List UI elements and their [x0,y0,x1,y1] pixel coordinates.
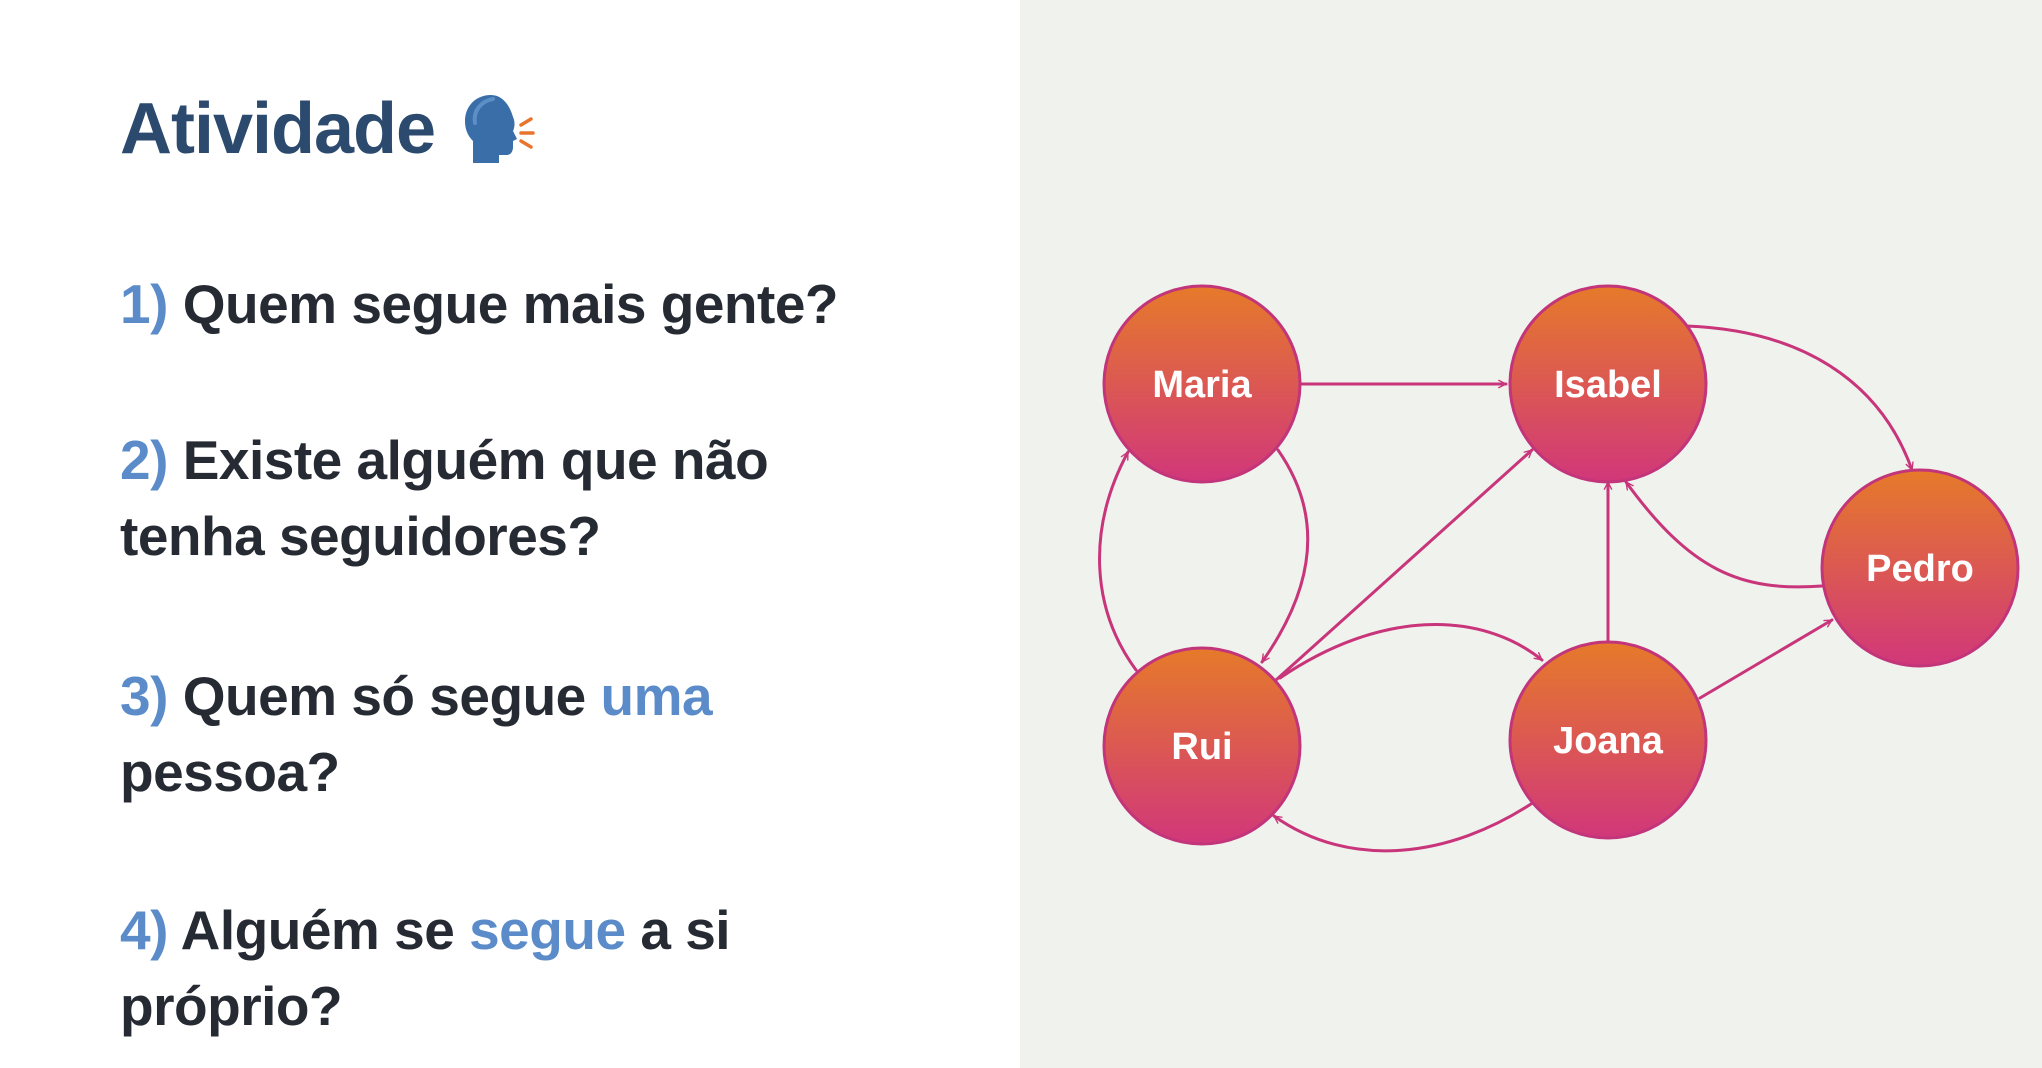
node-circle [1820,468,2020,668]
question-text-line2: pessoa? [120,741,340,803]
question-highlight: uma [600,665,713,727]
node-rui: Rui [1102,646,1302,846]
question-text-line2: tenha seguidores? [120,505,601,567]
question-2: 2) Existe alguém que não tenha seguidore… [120,422,980,574]
question-number: 1) [120,273,168,335]
question-highlight: segue [469,899,626,961]
question-3: 3) Quem só segue uma pessoa? [120,658,980,810]
edge-rui-maria [1098,450,1138,672]
node-label: Rui [1171,726,1232,768]
node-label: Joana [1553,720,1664,762]
node-label: Pedro [1866,548,1974,590]
edge-joana-rui [1272,800,1536,853]
node-joana: Joana [1508,640,1708,840]
left-panel: Atividade 1) Quem segue mais gente? 2) E… [0,0,1020,1068]
question-text-after: a si [625,899,731,961]
node-circle [1508,284,1708,484]
question-text: Quem segue mais gente? [182,273,839,335]
node-isabel: Isabel [1508,284,1708,484]
edge-maria-rui [1260,448,1310,664]
question-text: Alguém se [180,899,470,961]
question-text: Existe alguém que não [182,429,769,491]
question-number: 2) [120,429,168,491]
question-number: 3) [120,665,168,727]
node-pedro: Pedro [1820,468,2020,668]
node-circle [1102,646,1302,846]
edge-joana-pedro [1698,618,1834,700]
node-label: Isabel [1554,364,1662,406]
question-1: 1) Quem segue mais gente? [120,266,980,342]
node-circle [1508,640,1708,840]
edge-isabel-pedro [1684,324,1914,472]
edge-rui-isabel [1274,448,1534,682]
node-label: Maria [1152,364,1252,406]
edge-rui-joana [1278,623,1544,680]
question-text: Quem só segue [182,665,601,727]
page-title: Atividade [120,88,537,170]
node-maria: Maria [1102,284,1302,484]
question-4: 4) Alguém se segue a si próprio? [120,892,980,1044]
edge-pedro-isabel [1624,480,1824,589]
speaking-head-icon [465,95,535,163]
title-text: Atividade [120,89,436,169]
node-circle [1102,284,1302,484]
question-text-line2: próprio? [120,975,343,1037]
question-number: 4) [120,899,168,961]
